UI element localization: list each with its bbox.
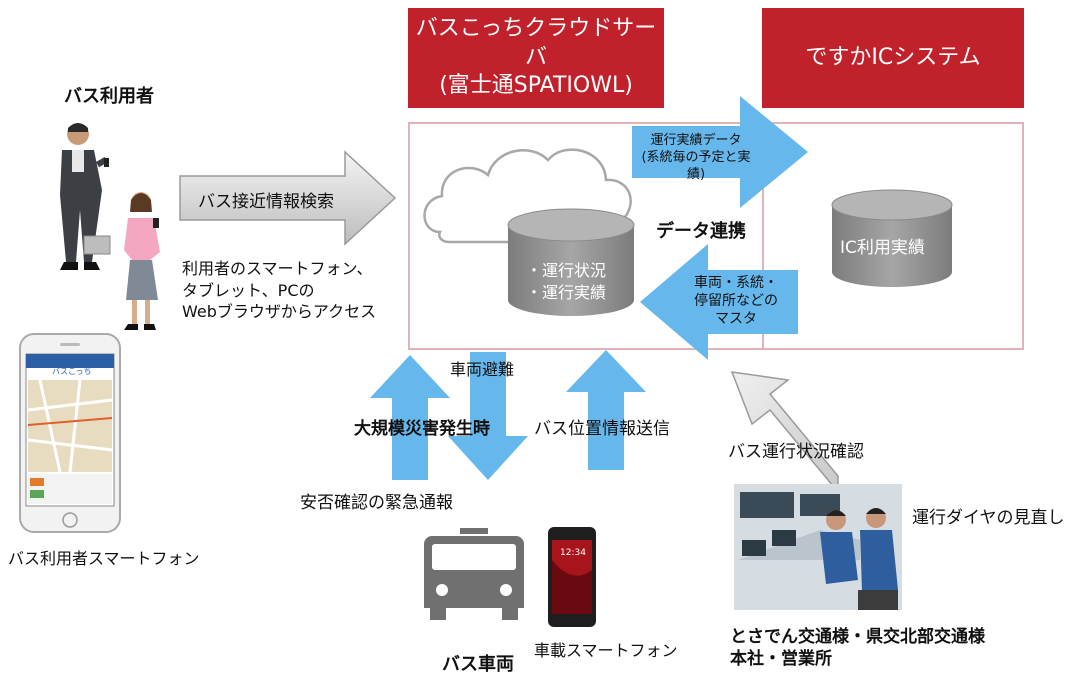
access-note: 利用者のスマートフォン、 タブレット、PCの Webブラウザからアクセス [182,259,377,322]
bus-vehicle-label: バス車両 [442,654,514,675]
ic-database-icon [831,189,953,287]
search-arrow-label: バス接近情報検索 [198,192,334,212]
phone-app-name: バスこっち [52,367,92,376]
data-link-label: データ連携 [656,221,746,242]
ops-data-arrow [632,96,808,208]
schedule-review-label: 運行ダイヤの見直し [912,508,1065,528]
evacuation-label: 車両避難 [450,360,515,379]
status-check-label: バス運行状況確認 [728,442,864,462]
evacuation-up-arrow [370,355,450,480]
search-arrow [179,150,397,246]
onboard-smartphone-icon [548,527,596,627]
bus-icon [424,528,524,620]
operators-icon [734,484,902,610]
cloud-server-header: バスこっちクラウドサーバ (富士通SPATIOWL) [408,8,664,108]
bus-position-label: バス位置情報送信 [534,419,670,439]
master-data-label: 車両・系統・ 停留所などの マスタ [694,275,778,328]
bus-user-woman-icon [124,192,160,330]
ic-database-label: IC利用実績 [840,238,925,258]
cloud-database-label: ・運行状況 ・運行実績 [526,261,607,302]
emergency-label: 安否確認の緊急通報 [300,493,453,513]
ops-data-label: 運行実績データ (系統毎の予定と実績) [641,133,751,182]
bus-users-title: バス利用者 [64,86,154,107]
bus-user-man-icon [60,123,111,270]
emergency-down-arrow [448,352,528,480]
smartphone-caption: バス利用者スマートフォン [8,549,200,568]
bus-position-up-arrow [566,350,646,470]
ic-system-header: ですかICシステム [762,8,1024,108]
disaster-label: 大規模災害発生時 [354,419,490,439]
master-data-arrow [640,244,798,360]
cloud-database-icon [507,208,635,316]
status-check-arrow [730,371,839,495]
user-smartphone-icon [19,333,121,533]
operators-label: とさでん交通様・県交北部交通様 本社・営業所 [730,627,985,670]
onboard-phone-time: 12:34 [560,548,586,558]
onboard-phone-label: 車載スマートフォン [534,641,678,660]
